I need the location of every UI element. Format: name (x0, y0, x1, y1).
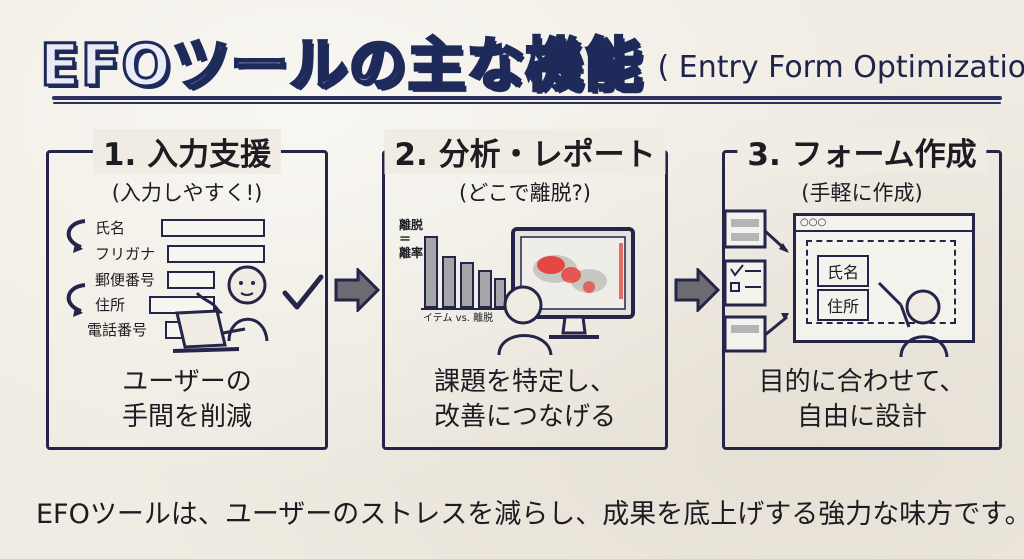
form-field-furigana (167, 245, 265, 263)
panel-1-subtitle: (入力しやすく!) (111, 181, 263, 205)
title-row: EFOツールの主な機能 ( Entry Form Optimization ) (39, 14, 1024, 99)
title-underline (52, 96, 1002, 100)
summary-text: EFOツールは、ユーザーのストレスを減らし、成果を底上げする強力な味方です。 (36, 499, 1024, 530)
panel-3-footer: 目的に合わせて、 自由に設計 (758, 366, 966, 432)
form-field-name (161, 219, 265, 237)
form-label-furigana: フリガナ (95, 245, 156, 263)
panel-analysis-report: 2. 分析・レポート (どこで離脱?) 離脱 ＝ 離率 イテム vs. 離脱 課… (382, 129, 668, 450)
heatmap-monitor-icon (511, 227, 635, 339)
chart-axis-label: 離脱 ＝ 離率 (399, 218, 424, 260)
form-label-address: 住所 (95, 296, 126, 314)
tab-order-arrows-icon (66, 219, 86, 317)
form-field-postal (167, 271, 215, 289)
checkmark-icon (282, 274, 324, 310)
flow-arrow-1-icon (334, 268, 380, 312)
panel-1-footer: ユーザーの 手間を削減 (121, 366, 252, 432)
chart-caption: イテム vs. 離脱 (423, 313, 494, 324)
form-label-name: 氏名 (95, 219, 126, 237)
panel-form-creation: 3. フォーム作成 (手軽に作成) ○○○ 氏名 住所 目的に合わせて、 自由に… (722, 129, 1002, 450)
form-canvas-dashed (806, 240, 956, 324)
sub-title: ( Entry Form Optimization ) (657, 50, 1024, 85)
person-at-laptop-icon (172, 265, 269, 353)
window-dots-icon: ○○○ (800, 217, 827, 228)
panel-2-subtitle: (どこで離脱?) (459, 181, 591, 205)
form-box-name: 氏名 (817, 255, 870, 287)
panel-input-support: 1. 入力支援 (入力しやすく!) 氏名 フリガナ 郵便番号 住所 電話番号 ユ… (46, 129, 328, 450)
panel-3-subtitle: (手軽に作成) (801, 181, 923, 205)
form-label-postal: 郵便番号 (95, 271, 156, 289)
bar-chart-sketch (421, 236, 509, 310)
panel-2-footer: 課題を特定し、 改善につなげる (433, 366, 616, 432)
form-box-address: 住所 (817, 289, 870, 321)
person-viewing-icon (497, 285, 553, 356)
panel-3-title: 3. フォーム作成 (737, 129, 987, 174)
form-label-phone: 電話番号 (87, 321, 148, 339)
window-titlebar: ○○○ (796, 216, 972, 232)
panel-2-title: 2. 分析・レポート (384, 129, 666, 174)
main-title: EFOツールの主な機能 (39, 31, 645, 99)
flow-arrow-2-icon (674, 268, 720, 312)
form-parts-palette-icon (723, 209, 789, 353)
panel-1-title: 1. 入力支援 (92, 129, 282, 174)
person-designing-icon (877, 281, 949, 358)
